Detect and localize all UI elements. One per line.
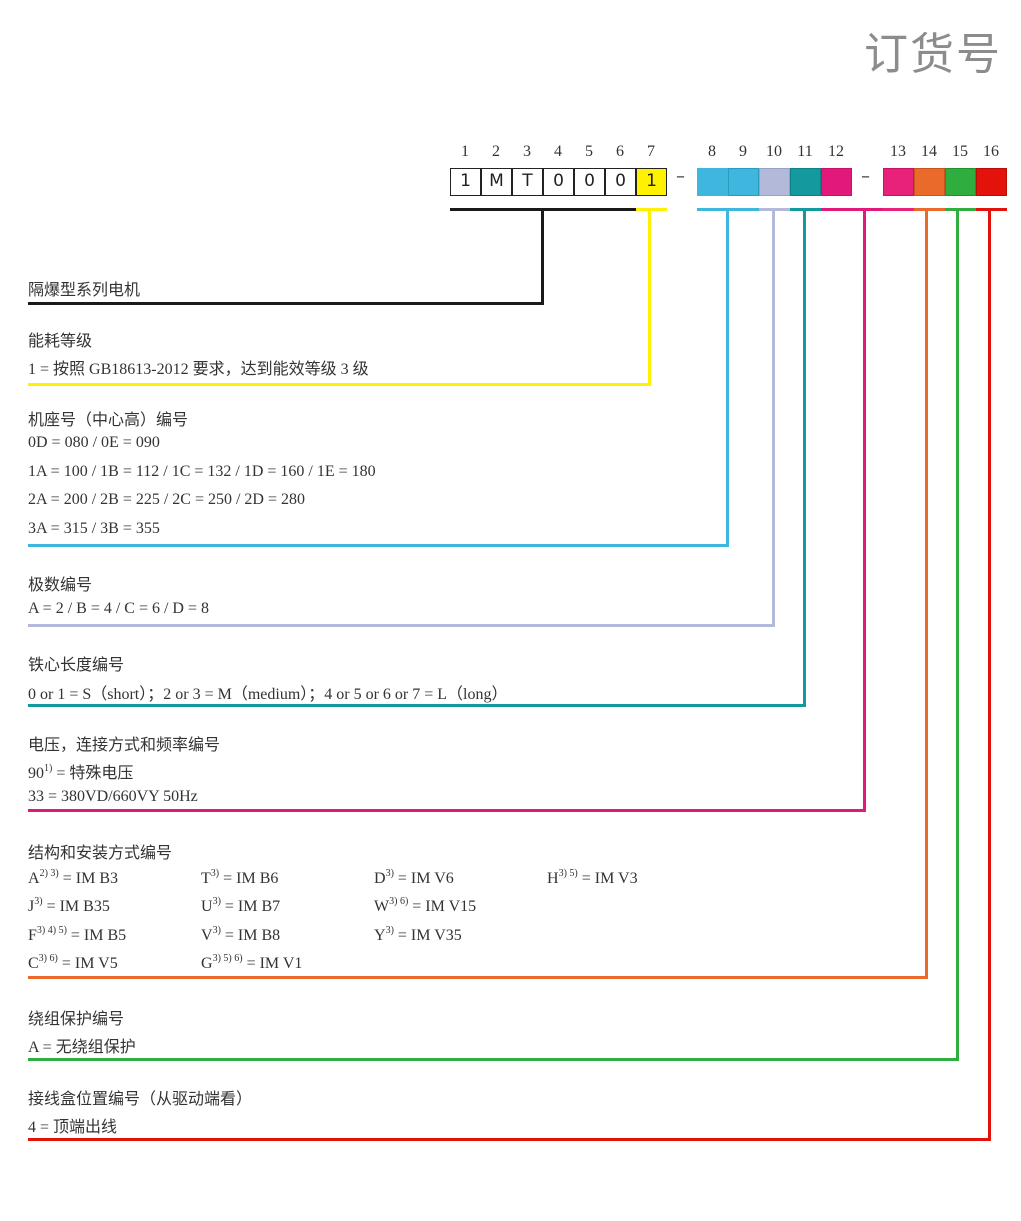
separator-dash: – bbox=[676, 166, 685, 187]
mounting-item: V3) = IM B8 bbox=[201, 925, 281, 944]
voltage-line: 33 = 380VD/660VY 50Hz bbox=[28, 788, 198, 805]
position-number: 11 bbox=[797, 143, 813, 160]
section-title-explosion: 隔爆型系列电机 bbox=[28, 280, 141, 299]
code-box-15 bbox=[945, 168, 976, 196]
connector-line bbox=[803, 208, 806, 707]
section-rule bbox=[28, 383, 651, 386]
connector-underline bbox=[945, 208, 976, 211]
code-box-12 bbox=[821, 168, 852, 196]
connector-line bbox=[648, 208, 651, 386]
code-box-2: M bbox=[481, 168, 512, 196]
section-title-frame: 机座号（中心高）编号 bbox=[28, 410, 189, 429]
voltage-line-special: 901) = 特殊电压 bbox=[28, 759, 133, 783]
position-number: 14 bbox=[921, 143, 937, 160]
mounting-item: T3) = IM B6 bbox=[201, 868, 279, 887]
position-number: 8 bbox=[708, 143, 716, 160]
section-rule bbox=[28, 704, 806, 707]
connector-line bbox=[541, 208, 544, 305]
efficiency-line: 1 = 按照 GB18613-2012 要求，达到能效等级 3 级 bbox=[28, 361, 369, 378]
position-number: 12 bbox=[828, 143, 844, 160]
position-number: 10 bbox=[766, 143, 782, 160]
page-title: 订货号 bbox=[864, 29, 1002, 80]
connector-line bbox=[956, 208, 959, 1061]
core-line: 0 or 1 = S（short）；2 or 3 = M（medium）；4 o… bbox=[28, 686, 508, 703]
connector-underline bbox=[914, 208, 945, 211]
voltage-desc: = 特殊电压 bbox=[52, 765, 134, 782]
connector-line bbox=[726, 208, 729, 547]
section-title-poles: 极数编号 bbox=[28, 575, 93, 594]
code-box-4: 0 bbox=[543, 168, 574, 196]
winding-line: A = 无绕组保护 bbox=[28, 1039, 136, 1056]
section-title-core: 铁心长度编号 bbox=[28, 655, 125, 674]
code-box-9 bbox=[728, 168, 759, 196]
position-number: 16 bbox=[983, 143, 999, 160]
frame-line: 3A = 315 / 3B = 355 bbox=[28, 520, 160, 537]
code-box-7: 1 bbox=[636, 168, 667, 196]
connector-line bbox=[863, 208, 866, 812]
position-number: 5 bbox=[585, 143, 593, 160]
code-box-16 bbox=[976, 168, 1007, 196]
section-title-terminal: 接线盒位置编号（从驱动端看） bbox=[28, 1089, 253, 1108]
mounting-item: G3) 5) 6) = IM V1 bbox=[201, 953, 303, 972]
connector-underline bbox=[883, 208, 914, 211]
section-rule bbox=[28, 624, 775, 627]
code-box-10 bbox=[759, 168, 790, 196]
section-title-mounting: 结构和安装方式编号 bbox=[28, 843, 173, 862]
position-number: 4 bbox=[554, 143, 562, 160]
section-rule bbox=[28, 809, 866, 812]
section-title-efficiency: 能耗等级 bbox=[28, 331, 93, 350]
connector-line bbox=[772, 208, 775, 627]
mounting-item: A2) 3) = IM B3 bbox=[28, 868, 118, 887]
voltage-code: 90 bbox=[28, 765, 44, 782]
mounting-item: F3) 4) 5) = IM B5 bbox=[28, 925, 127, 944]
position-number: 6 bbox=[616, 143, 624, 160]
mounting-item: Y3) = IM V35 bbox=[374, 925, 462, 944]
position-number: 3 bbox=[523, 143, 531, 160]
mounting-item: D3) = IM V6 bbox=[374, 868, 454, 887]
section-rule bbox=[28, 302, 544, 305]
frame-line: 0D = 080 / 0E = 090 bbox=[28, 434, 160, 451]
code-box-13 bbox=[883, 168, 914, 196]
frame-line: 2A = 200 / 2B = 225 / 2C = 250 / 2D = 28… bbox=[28, 491, 305, 508]
terminal-line: 4 = 顶端出线 bbox=[28, 1119, 118, 1136]
code-box-6: 0 bbox=[605, 168, 636, 196]
code-box-3: T bbox=[512, 168, 543, 196]
code-box-14 bbox=[914, 168, 945, 196]
code-box-5: 0 bbox=[574, 168, 605, 196]
footnote-ref: 1) bbox=[44, 763, 53, 774]
section-rule bbox=[28, 544, 729, 547]
connector-underline bbox=[821, 208, 883, 211]
section-title-voltage: 电压，连接方式和频率编号 bbox=[28, 735, 221, 754]
frame-line: 1A = 100 / 1B = 112 / 1C = 132 / 1D = 16… bbox=[28, 463, 376, 480]
code-box-1: 1 bbox=[450, 168, 481, 196]
mounting-item: C3) 6) = IM V5 bbox=[28, 953, 118, 972]
section-rule bbox=[28, 976, 928, 979]
connector-line bbox=[988, 208, 991, 1141]
mounting-item: H3) 5) = IM V3 bbox=[547, 868, 638, 887]
connector-line bbox=[925, 208, 928, 979]
position-number: 2 bbox=[492, 143, 500, 160]
code-box-8 bbox=[697, 168, 728, 196]
connector-underline bbox=[636, 208, 667, 211]
section-title-winding: 绕组保护编号 bbox=[28, 1009, 125, 1028]
mounting-item: J3) = IM B35 bbox=[28, 896, 110, 915]
section-rule bbox=[28, 1058, 959, 1061]
mounting-item: U3) = IM B7 bbox=[201, 896, 281, 915]
position-number: 15 bbox=[952, 143, 968, 160]
position-number: 13 bbox=[890, 143, 906, 160]
poles-line: A = 2 / B = 4 / C = 6 / D = 8 bbox=[28, 600, 209, 617]
position-number: 9 bbox=[739, 143, 747, 160]
position-number: 7 bbox=[647, 143, 655, 160]
code-box-11 bbox=[790, 168, 821, 196]
position-number: 1 bbox=[461, 143, 469, 160]
separator-dash: – bbox=[861, 166, 870, 187]
section-rule bbox=[28, 1138, 991, 1141]
connector-underline bbox=[976, 208, 1007, 211]
mounting-item: W3) 6) = IM V15 bbox=[374, 896, 477, 915]
